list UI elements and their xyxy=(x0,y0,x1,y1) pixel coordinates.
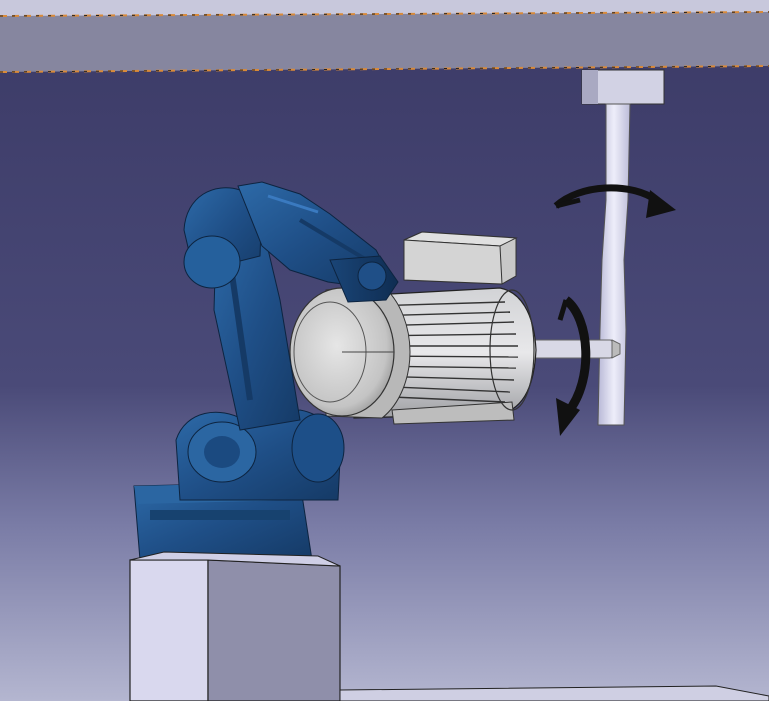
industrial-robot-arm[interactable] xyxy=(133,181,399,561)
motor-shaft xyxy=(529,339,621,359)
motor-end-cap[interactable] xyxy=(289,283,411,419)
robot-pedestal[interactable] xyxy=(129,551,341,701)
rod-rotation-arrow[interactable] xyxy=(553,184,676,218)
motor-rotation-arrow[interactable] xyxy=(556,296,591,436)
floor-platform xyxy=(339,685,769,701)
motor-terminal-box xyxy=(403,231,518,285)
overhead-beam[interactable] xyxy=(0,0,769,73)
